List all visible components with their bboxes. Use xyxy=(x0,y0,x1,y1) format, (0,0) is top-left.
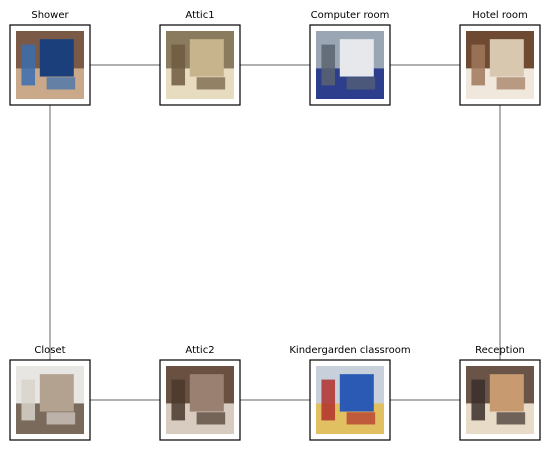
walk-in-closet-photo xyxy=(16,366,84,434)
node-label: Attic1 xyxy=(185,10,214,21)
node-label: Computer room xyxy=(311,10,390,21)
nodes-layer: Shower Attic1 Computer room Hotel roomClose… xyxy=(9,10,541,441)
hotel-room-photo xyxy=(466,31,534,99)
unfinished-attic-photo xyxy=(166,31,234,99)
reception-desk-photo xyxy=(466,366,534,434)
node-label: Kindergarden classroom xyxy=(289,345,410,356)
finished-attic-photo xyxy=(166,366,234,434)
node-closet: Closet xyxy=(9,345,91,441)
edges-layer xyxy=(49,64,501,401)
node-shower: Shower xyxy=(9,10,91,106)
node-kindergarden-classroom: Kindergarden classroom xyxy=(289,345,411,441)
node-label: Attic2 xyxy=(185,345,214,356)
node-label: Shower xyxy=(31,10,69,21)
node-reception: Reception xyxy=(459,345,541,441)
node-label: Reception xyxy=(475,345,525,356)
classroom-photo xyxy=(316,366,384,434)
node-attic2: Attic2 xyxy=(159,345,241,441)
tiled-shower-photo xyxy=(16,31,84,99)
node-label: Hotel room xyxy=(472,10,528,21)
node-label: Closet xyxy=(34,345,65,356)
node-attic1: Attic1 xyxy=(159,10,241,106)
computer-lab-photo xyxy=(316,31,384,99)
node-computer-room: Computer room xyxy=(309,10,391,106)
node-hotel-room: Hotel room xyxy=(459,10,541,106)
